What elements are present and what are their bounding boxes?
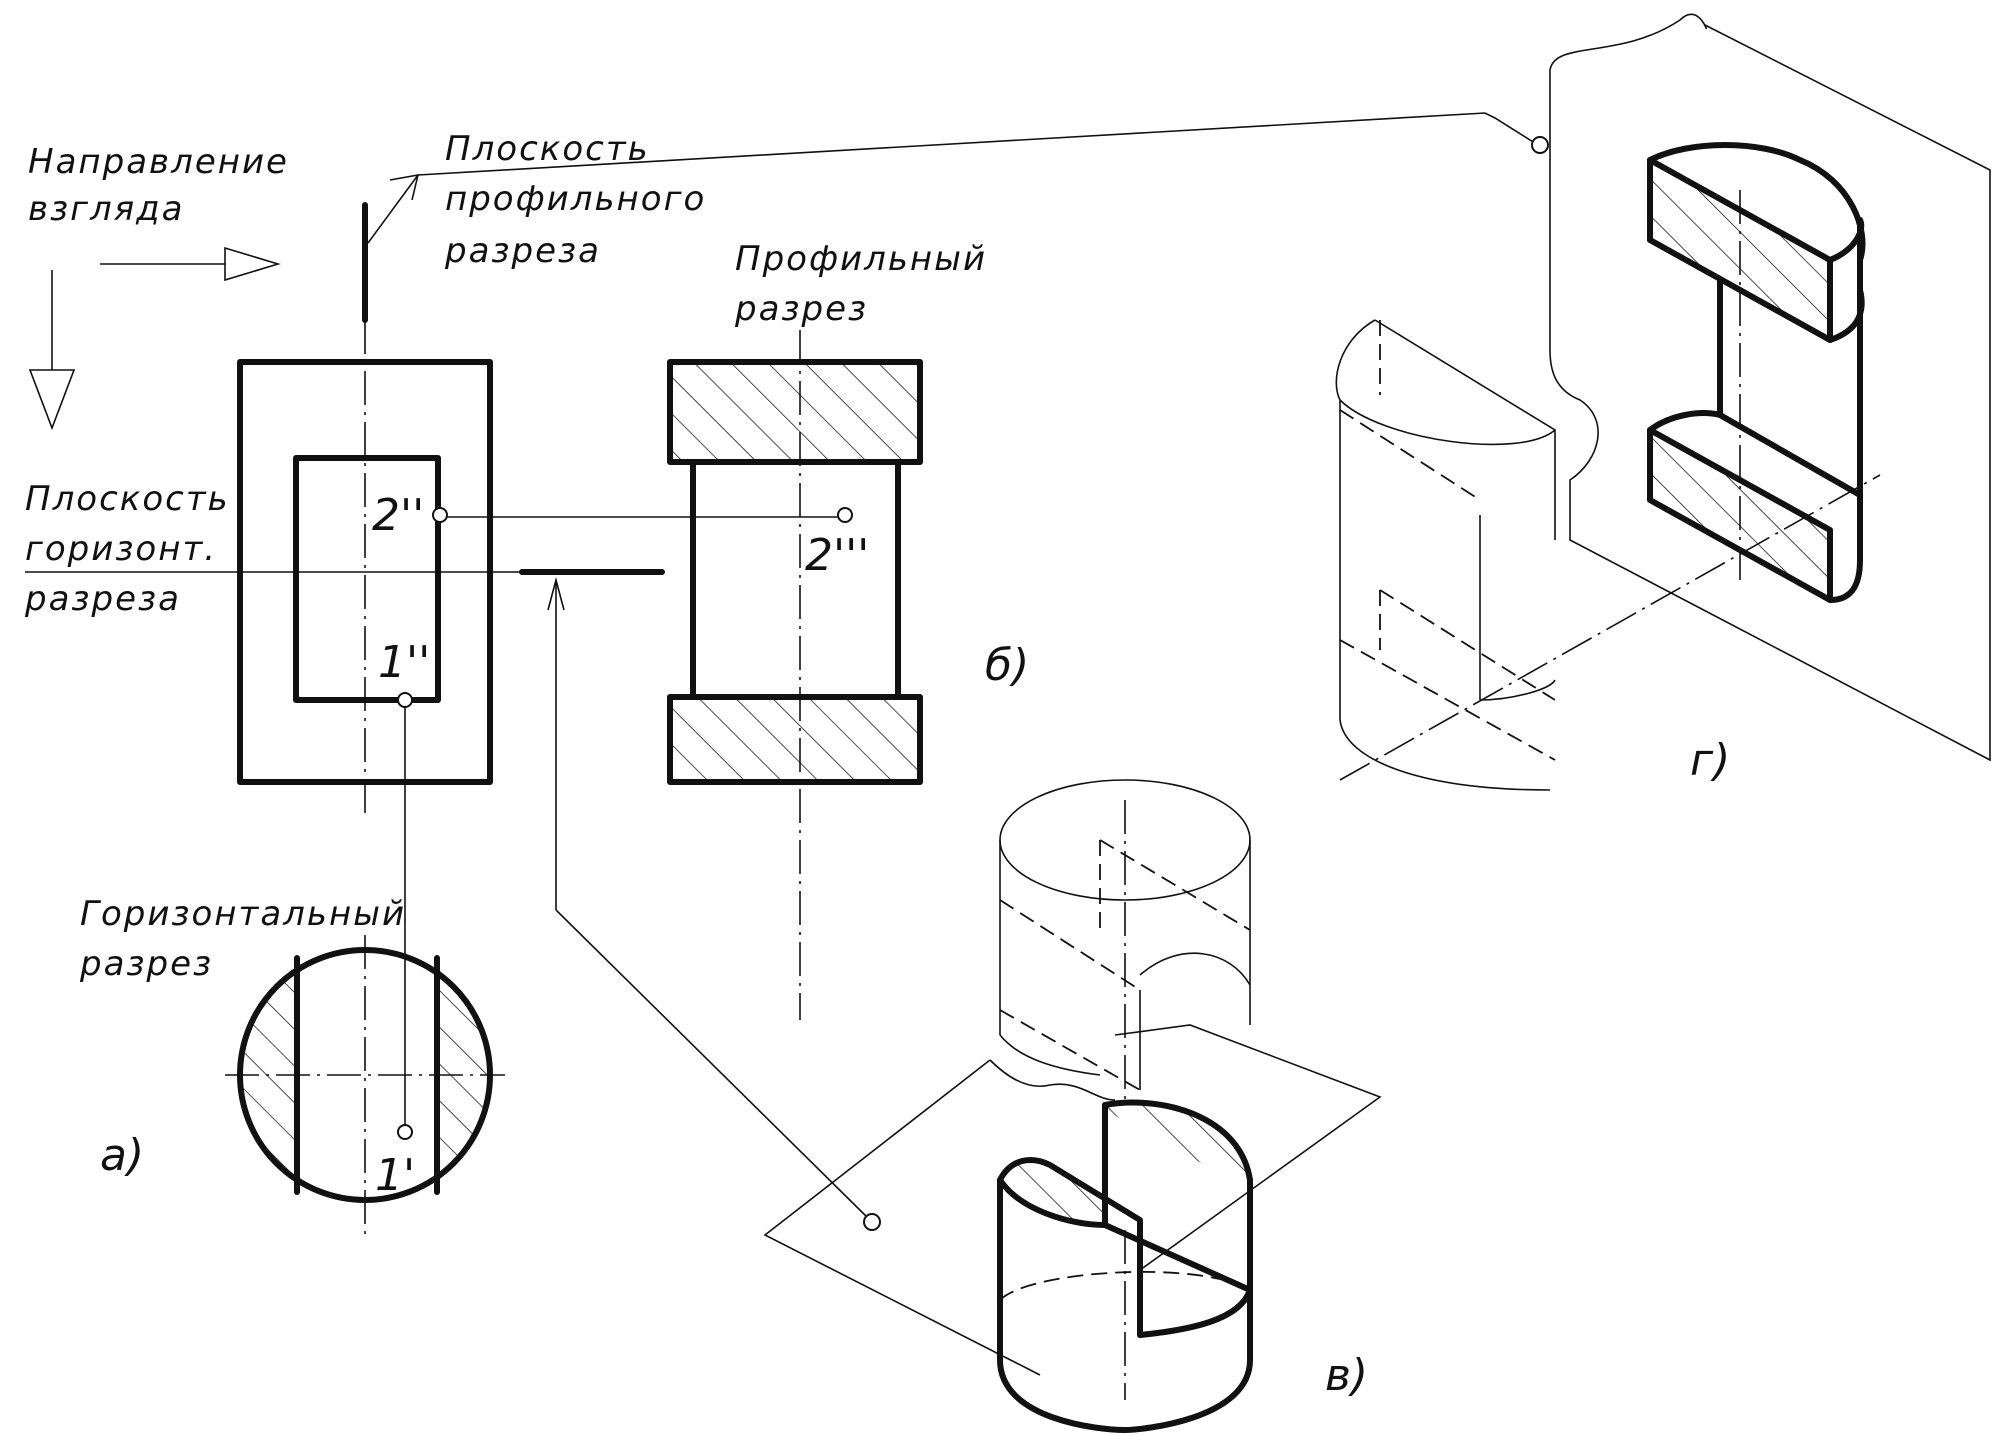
- point-1-top: 1': [375, 1150, 415, 1201]
- view-direction-label: Направление взгляда: [28, 142, 302, 229]
- horizontal-section-label: Горизонтальный разрез: [79, 894, 419, 984]
- figure-label-a: а): [100, 1130, 144, 1181]
- profile-section-label: Профильный разрез: [734, 239, 1000, 329]
- figure-label-g: г): [1690, 735, 1730, 786]
- figure-label-v: в): [1325, 1350, 1368, 1401]
- profile-plane-marker: [1531, 136, 1549, 154]
- horizontal-plane-leader: [555, 909, 871, 1221]
- horizontal-cutting-plane: [25, 569, 665, 910]
- profile-cutting-plane: [362, 173, 420, 323]
- iso-profile-cut: [1335, 13, 1991, 791]
- front-view: [237, 320, 493, 820]
- point-2-profile: 2''': [805, 530, 869, 581]
- horizontal-section-view: [225, 935, 505, 1235]
- horizontal-plane-marker: [863, 1213, 881, 1231]
- horizontal-plane-label: Плоскость горизонт. разреза: [24, 479, 242, 619]
- figure-label-b: б): [985, 640, 1029, 691]
- iso-horizontal-cut: [763, 779, 1382, 1433]
- point-2-front: 2'': [372, 490, 424, 541]
- profile-plane-leader: [417, 112, 1539, 176]
- profile-section-view: [667, 330, 923, 1020]
- profile-plane-label: Плоскость профильного разреза: [444, 129, 719, 271]
- point-1-front: 1'': [378, 637, 430, 688]
- view-direction-arrows: [28, 246, 281, 431]
